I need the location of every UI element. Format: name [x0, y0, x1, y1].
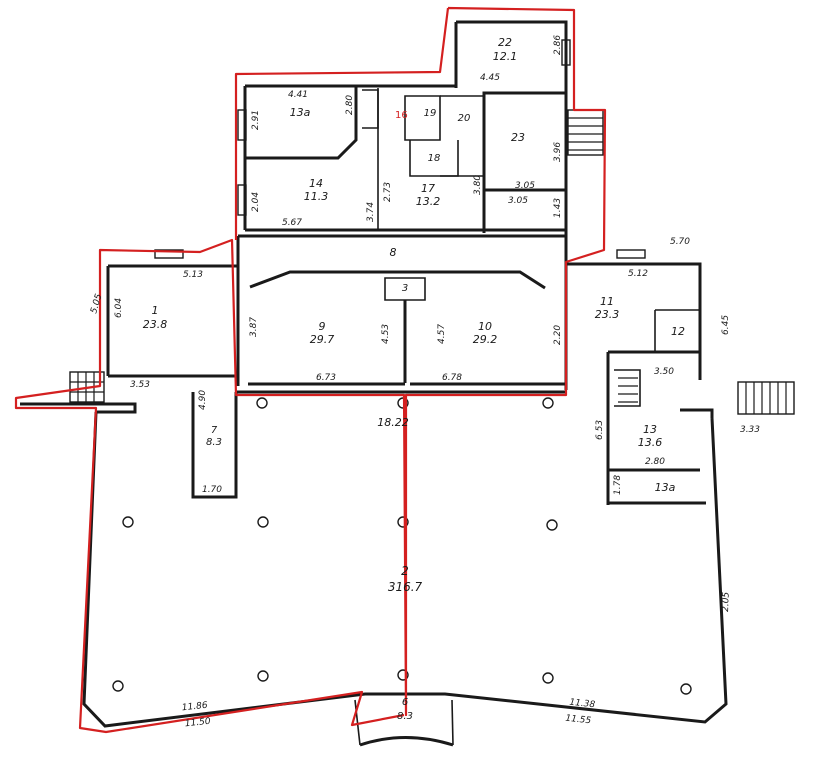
room-18-number: 18 [428, 153, 441, 164]
room-1-number: 1 [152, 304, 159, 317]
dim-label: 3.05 [515, 181, 535, 191]
room-10-area: 29.2 [473, 333, 498, 346]
room-21-number: 22 [498, 36, 512, 49]
dim-label: 3.96 [553, 142, 563, 162]
room-17-number: 17 [421, 182, 435, 195]
dim-label: 6.45 [721, 315, 731, 335]
room-14-number: 14 [309, 177, 323, 190]
room-labels: 22 12.1 13а 16 19 20 18 23 14 11.3 17 13… [143, 36, 685, 722]
dim-label: 5.05 [89, 293, 104, 315]
dim-label: 3.87 [249, 317, 259, 337]
room-13-number: 13 [643, 423, 657, 436]
dim-label: 4.41 [288, 90, 308, 100]
dim-label: 3.05 [508, 196, 528, 206]
room-11-number: 11 [600, 295, 614, 308]
room-2-area: 316.7 [388, 580, 423, 594]
room-22-number: 23 [511, 131, 525, 144]
dim-label: 3.74 [366, 202, 376, 222]
room-19-number: 19 [424, 108, 437, 119]
room-9-number: 9 [319, 320, 326, 333]
dim-label: 2.20 [553, 325, 563, 345]
room-13a-number: 13а [655, 481, 676, 494]
dim-label: 4.90 [198, 390, 208, 410]
walls [20, 20, 728, 747]
stairs-left [69, 371, 105, 403]
dim-label: 2.04 [251, 192, 261, 212]
stairs-room-13 [618, 377, 638, 403]
dimension-labels: 4.45 2.86 4.41 2.91 2.80 5.67 2.04 3.74 … [89, 35, 760, 730]
dim-label: 11.86 [181, 701, 208, 714]
stairs-top-right [567, 109, 604, 156]
dim-label: 1.43 [553, 198, 563, 218]
dim-label: 6.73 [316, 373, 336, 383]
dim-label: 5.12 [628, 269, 648, 279]
dim-label: 3.80 [473, 175, 483, 195]
dim-label: 1.70 [202, 485, 222, 495]
room-7-area: 8.3 [206, 437, 222, 448]
room-6-area: 8.3 [397, 711, 413, 722]
dim-label: 4.53 [381, 324, 391, 344]
dim-label: 18.22 [377, 416, 409, 429]
dim-label: 11.50 [184, 717, 211, 730]
room-10-number: 10 [478, 320, 492, 333]
room-3-number: 3 [402, 283, 408, 294]
dim-label: 6.53 [595, 420, 605, 440]
dim-label: 5.13 [183, 270, 203, 280]
room-1-area: 23.8 [143, 318, 168, 331]
columns [112, 397, 692, 695]
dim-label: 2.05 [721, 591, 732, 612]
dim-label: 4.57 [437, 324, 447, 344]
room-2-number: 2 [401, 564, 409, 578]
room-21-area: 12.1 [493, 50, 518, 63]
room-8-number: 8 [390, 246, 397, 259]
dim-label: 6.04 [114, 298, 124, 318]
dim-label: 2.73 [383, 182, 393, 202]
room-20-number: 20 [458, 113, 471, 124]
dim-label: 3.50 [654, 367, 674, 377]
room-17-area: 13.2 [416, 195, 441, 208]
room-11-area: 23.3 [595, 308, 620, 321]
room-9-area: 29.7 [310, 333, 335, 346]
dim-label: 2.86 [553, 35, 563, 55]
room-16-number: 16 [395, 110, 408, 121]
dim-label: 1.78 [613, 475, 623, 495]
dim-label: 4.45 [480, 73, 500, 83]
dim-label: 11.38 [569, 698, 596, 711]
dim-label: 2.80 [645, 457, 665, 467]
room-13-area: 13.6 [638, 436, 663, 449]
dim-label: 3.33 [740, 425, 760, 435]
dim-label: 6.78 [442, 373, 462, 383]
dim-label: 3.53 [130, 380, 150, 390]
room-14-area: 11.3 [304, 190, 329, 203]
dim-label: 5.67 [282, 218, 302, 228]
room-7-number: 7 [211, 425, 218, 436]
dim-label: 5.70 [670, 237, 690, 247]
dim-label: 11.55 [565, 714, 592, 727]
room-15-number: 13а [290, 106, 311, 119]
stairs-right [737, 381, 795, 415]
dim-label: 2.91 [251, 110, 261, 130]
dim-label: 2.80 [345, 95, 355, 115]
window-marks [154, 39, 646, 259]
room-12-number: 12 [671, 325, 685, 338]
room-6-number: 6 [402, 697, 408, 708]
premises-boundary [14, 6, 607, 734]
